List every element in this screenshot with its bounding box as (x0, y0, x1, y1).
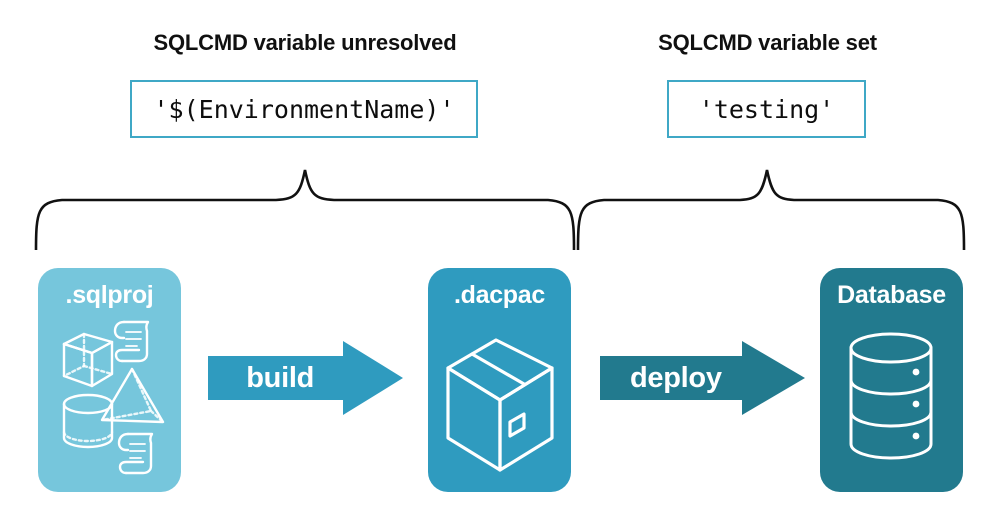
scroll-icon (117, 432, 154, 475)
heading-sqlcmd-variable-set: SQLCMD variable set (658, 30, 877, 55)
code-box-testing: 'testing' (667, 80, 866, 138)
card-label-sqlproj: .sqlproj (65, 281, 154, 309)
database-artwork (849, 332, 933, 460)
database-cylinder-icon (849, 332, 933, 460)
arrow-deploy-shape (600, 341, 805, 415)
code-value-environment-name: '$(EnvironmentName)' (153, 94, 455, 124)
cube-icon (62, 332, 114, 388)
card-label-dacpac: .dacpac (453, 281, 545, 309)
scroll-icon (113, 320, 150, 363)
card-database[interactable]: Database (820, 268, 963, 492)
dacpac-artwork (446, 338, 554, 472)
brace-left-icon (34, 169, 576, 250)
brace-group (34, 169, 966, 250)
code-box-environment-name: '$(EnvironmentName)' (130, 80, 478, 138)
brace-right-icon (576, 169, 966, 250)
package-box-icon (446, 338, 554, 472)
arrow-deploy[interactable]: deploy (600, 341, 805, 415)
card-label-database: Database (837, 281, 946, 309)
arrow-build[interactable]: build (208, 341, 403, 415)
pyramid-icon (100, 367, 165, 424)
arrow-build-shape (208, 341, 403, 415)
sqlproj-artwork (62, 320, 165, 475)
card-dacpac[interactable]: .dacpac (428, 268, 571, 492)
cylinder-icon (62, 393, 114, 449)
code-value-testing: 'testing' (698, 94, 835, 124)
card-sqlproj[interactable]: .sqlproj (38, 268, 181, 492)
heading-sqlcmd-variable-unresolved: SQLCMD variable unresolved (153, 30, 457, 55)
